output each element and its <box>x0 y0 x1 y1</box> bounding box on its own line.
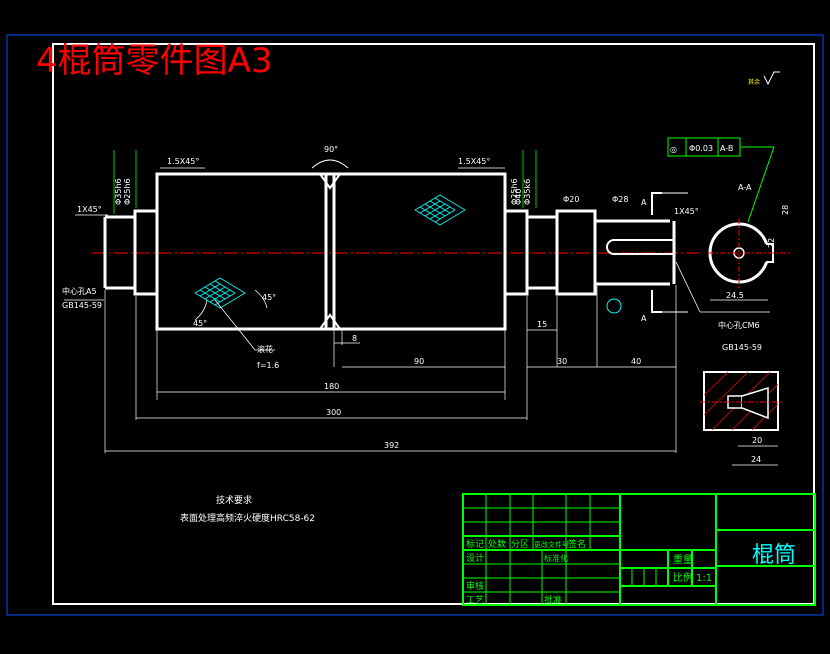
diameter-d1: Φ35h6 <box>114 178 123 205</box>
chamfer-right-end: 1X45° <box>674 207 699 216</box>
tb-weight-label: 重量 <box>673 553 693 566</box>
keyway <box>606 239 674 255</box>
dim-8: 8 <box>352 334 357 343</box>
tech-req-body: 表面处理高频淬火硬度HRC58-62 <box>180 512 315 524</box>
tb-approve: 批准 <box>544 594 562 606</box>
groove-outline <box>319 173 341 330</box>
title-block-grid <box>462 493 816 606</box>
tb-scale-value: 1:1 <box>696 573 712 584</box>
dimension-lines <box>104 285 677 453</box>
diameter-ext-lines <box>113 150 537 214</box>
center-hole-dim-24: 24 <box>751 455 761 464</box>
section-cut-markers <box>651 192 662 313</box>
shaft-outline <box>103 172 676 331</box>
leader-lines <box>64 167 770 351</box>
groove-angle-label: 90° <box>324 145 338 154</box>
section-key-dim: 22 <box>767 238 776 248</box>
right-center-hole-std: GB145-59 <box>722 343 762 352</box>
diameter-d7: Φ28 <box>612 195 628 204</box>
knurl-param: f=1.6 <box>257 361 279 370</box>
section-height-dim: 28 <box>781 205 790 215</box>
left-center-hole-label: 中心孔A5 <box>62 286 97 296</box>
chamfer-right-shoulder: 1.5X45° <box>458 157 490 166</box>
section-width-dim: 24.5 <box>726 291 744 300</box>
roughness-symbol <box>763 71 780 86</box>
dim-392: 392 <box>384 441 399 450</box>
tb-check: 审核 <box>466 580 484 592</box>
knurl-label: 滚花 <box>257 344 273 354</box>
roughness-note: 其余 <box>748 78 760 86</box>
dim-40: 40 <box>631 357 641 366</box>
dim-300: 300 <box>326 408 341 417</box>
tolerance-value: Φ0.03 <box>689 144 713 153</box>
chamfer-left-shoulder: 1.5X45° <box>167 157 199 166</box>
right-center-hole-label: 中心孔CM6 <box>718 320 760 330</box>
tb-scale-label: 比例 <box>673 571 693 584</box>
left-center-hole-std: GB145-59 <box>62 301 102 310</box>
center-hole-detail: 20 24 <box>700 371 782 466</box>
diameter-d3: Φ40 <box>514 189 523 205</box>
tolerance-datum: A-B <box>720 144 733 153</box>
tb-mark: 标记 <box>466 538 484 550</box>
tb-count: 处数 <box>488 538 506 550</box>
tb-craft: 工艺 <box>466 595 484 606</box>
dim-30: 30 <box>557 357 567 366</box>
knurl-pattern-left <box>194 277 246 309</box>
tb-zone: 分区 <box>511 539 529 550</box>
drawing-title: 4棍筒零件图A3 <box>36 41 273 81</box>
center-hole-dim-20: 20 <box>752 436 762 445</box>
dim-15: 15 <box>537 320 547 329</box>
dim-90: 90 <box>414 357 424 366</box>
tolerance-frame: ◎ Φ0.03 A-B <box>667 137 775 223</box>
tb-signature: 签名 <box>568 538 586 550</box>
tb-design: 设计 <box>466 552 484 564</box>
tb-part-name: 棍筒 <box>752 543 796 568</box>
diameter-d2: Φ25h6 <box>123 178 132 205</box>
knurl-angle-b: 45° <box>262 293 276 302</box>
datum-circle <box>606 298 622 314</box>
diameter-d6: Φ20 <box>563 195 579 204</box>
inner-frame <box>52 43 815 605</box>
knurl-pattern-right <box>414 194 466 226</box>
tech-req-title: 技术要求 <box>216 494 252 506</box>
outer-frame <box>6 34 824 616</box>
section-view: 24.5 28 22 <box>708 205 790 301</box>
diameter-labels: Φ35h6 Φ25h6 Φ40 Φ35k6 Φ25h6 Φ20 Φ28 <box>114 178 628 205</box>
section-title: A-A <box>738 183 752 192</box>
section-cut-top: A <box>641 198 647 207</box>
diameter-d5: Φ25h6 <box>510 178 519 205</box>
tb-change-doc: 更改文件号 <box>534 540 569 549</box>
diameter-d4: Φ35k6 <box>523 179 532 205</box>
section-cut-bottom: A <box>641 314 647 323</box>
knurl-angle-a: 45° <box>193 319 207 328</box>
tolerance-symbol: ◎ <box>670 145 677 154</box>
title-block-fine-grid <box>463 494 657 605</box>
groove-angle-arc <box>311 159 349 169</box>
tb-standard: 标准化 <box>544 553 568 563</box>
chamfer-left-end: 1X45° <box>77 205 102 214</box>
section-arrows <box>662 192 688 313</box>
dim-180: 180 <box>324 382 339 391</box>
